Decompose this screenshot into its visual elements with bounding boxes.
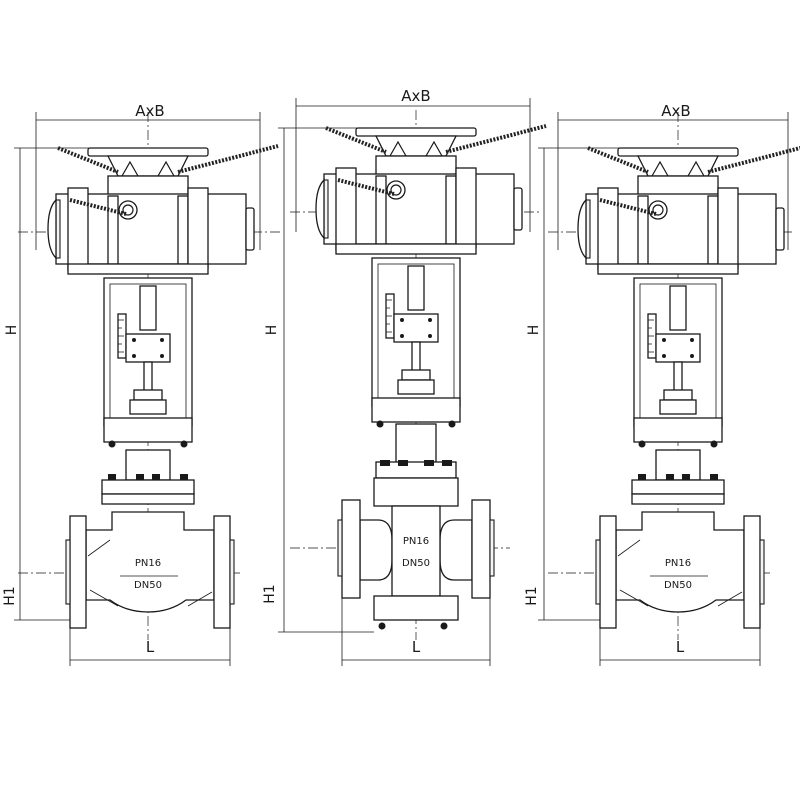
- dim-height-small-center: H1: [262, 584, 278, 603]
- dim-top-left: AxB: [135, 102, 164, 120]
- dim-bottom-right: L: [676, 638, 685, 656]
- dim-height-left: H: [4, 325, 20, 336]
- dim-top-right: AxB: [661, 102, 690, 120]
- dim-bottom-left: L: [146, 638, 155, 656]
- dim-height-small-left: H1: [2, 586, 18, 605]
- dim-height-center: H: [264, 325, 280, 336]
- pressure-label-left: PN16: [135, 558, 161, 569]
- valve-body-right: PN16 DN50: [595, 511, 765, 629]
- pressure-label-center: PN16: [403, 536, 429, 547]
- valve-body-left: PN16 DN50: [65, 511, 235, 629]
- valve-view-right: PN16 DN50 AxB H H1 L: [524, 102, 800, 666]
- size-label-center: DN50: [402, 558, 430, 569]
- size-label-right: DN50: [664, 580, 692, 591]
- dimension-lines-right: AxB H H1 L: [524, 102, 789, 666]
- size-label-left: DN50: [134, 580, 162, 591]
- dimension-lines-left: AxB H H1 L: [2, 102, 261, 666]
- dim-height-right: H: [526, 325, 542, 336]
- valve-body-center: PN16 DN50: [337, 477, 495, 630]
- pressure-label-right: PN16: [665, 558, 691, 569]
- valve-view-left: PN16 DN50 AxB H H1 L: [2, 102, 280, 666]
- dimension-lines-center: AxB H H1 L: [262, 87, 531, 666]
- valve-view-center: PN16 DN50 AxB H H1 L: [262, 87, 548, 666]
- dim-top-center: AxB: [401, 87, 430, 105]
- dim-height-small-right: H1: [524, 586, 540, 605]
- dim-bottom-center: L: [412, 638, 421, 656]
